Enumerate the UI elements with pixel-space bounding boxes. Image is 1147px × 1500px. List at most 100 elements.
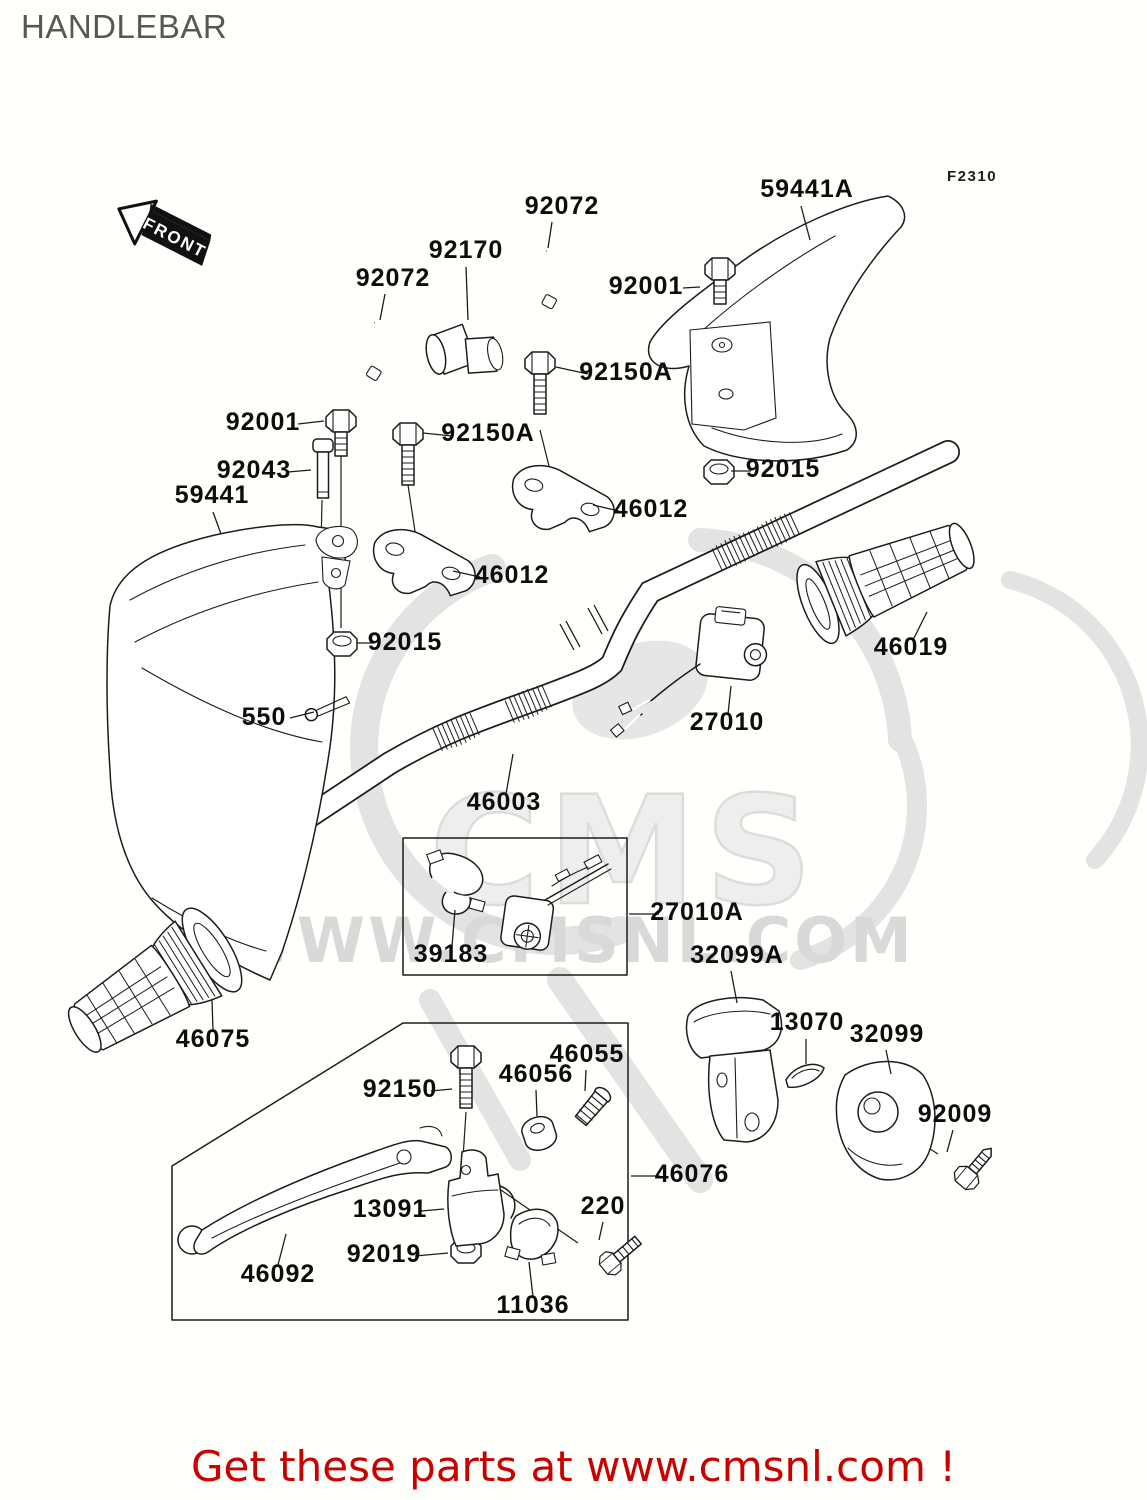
- nut-92015-right: [703, 459, 735, 485]
- lever-bushing-13070: [785, 1063, 825, 1088]
- leader-line-92043: [287, 469, 312, 473]
- leader-line-92009: [946, 1129, 954, 1153]
- clamp-39183: [426, 849, 486, 915]
- leader-line-92019: [414, 1252, 449, 1257]
- watermark-cms-text: CMS: [429, 765, 820, 939]
- leader-line-39183: [451, 909, 456, 947]
- cotter-pin-550: [304, 696, 351, 722]
- bolt-220: [595, 1235, 643, 1279]
- part-label-92150: 92150: [363, 1075, 438, 1103]
- part-label-92150a: 92150A: [441, 419, 535, 447]
- leader-line-27010: [727, 685, 732, 715]
- part-label-46092: 46092: [241, 1260, 316, 1288]
- lever-bushing-13070-inner: [791, 1068, 820, 1079]
- leader-line-92150: [430, 1088, 453, 1092]
- part-label-11036: 11036: [496, 1291, 569, 1319]
- pin-92043: [312, 438, 334, 499]
- throttle-grip: [796, 522, 975, 645]
- part-label-32099a: 32099A: [690, 941, 784, 969]
- part-label-27010: 27010: [690, 708, 765, 736]
- part-label-92001: 92001: [226, 408, 301, 436]
- part-label-59441a: 59441A: [760, 175, 854, 203]
- leader-line-46056: [535, 1089, 538, 1117]
- leader-line-92170: [465, 266, 469, 321]
- leader-line-46003: [505, 753, 514, 795]
- part-label-92015: 92015: [746, 455, 821, 483]
- part-label-92043: 92043: [217, 456, 292, 484]
- switch-group-box: [402, 837, 628, 976]
- switch-27010a: [500, 853, 612, 951]
- leader-line-46012: [452, 570, 481, 578]
- left-grip: [67, 907, 243, 1053]
- part-label-13070: 13070: [770, 1008, 845, 1036]
- part-label-92072: 92072: [356, 264, 431, 292]
- lever-clamp-11036: [504, 1208, 559, 1266]
- part-label-46076: 46076: [655, 1160, 730, 1188]
- leader-line-92001: [682, 286, 701, 289]
- part-label-27010a: 27010A: [650, 898, 744, 926]
- clutch-lever-46092: [177, 1125, 452, 1255]
- leader-line-32099a: [730, 970, 738, 1004]
- leader-line-92150a: [555, 366, 589, 375]
- part-label-92150a: 92150A: [579, 358, 673, 386]
- lever-group-box: [171, 1022, 629, 1321]
- leader-line-220: [598, 1221, 604, 1241]
- perch-cover: [835, 1060, 936, 1181]
- part-label-46012: 46012: [614, 495, 689, 523]
- figure-code: F2310: [947, 168, 998, 185]
- part-label-39183: 39183: [414, 940, 489, 968]
- part-label-92170: 92170: [429, 236, 504, 264]
- part-label-46075: 46075: [176, 1025, 251, 1053]
- stop-switch: [609, 606, 768, 738]
- hand-guard-left: [106, 523, 358, 981]
- handlebar-clamp-lower: [372, 528, 476, 597]
- hand-guard-right: [647, 195, 906, 462]
- part-label-92009: 92009: [918, 1100, 993, 1128]
- handlebar-clamp-upper: [511, 464, 615, 533]
- part-label-46003: 46003: [467, 788, 542, 816]
- page-title: HANDLEBAR: [21, 8, 228, 45]
- part-label-92001: 92001: [609, 272, 684, 300]
- part-label-46012: 46012: [475, 561, 550, 589]
- screw-92009: [949, 1147, 992, 1194]
- leader-line-59441: [212, 511, 222, 535]
- bolt-92150a-mid: [392, 422, 424, 486]
- leader-line-92001: [297, 420, 325, 425]
- screw-46055: [574, 1086, 612, 1127]
- part-label-13091: 13091: [353, 1195, 428, 1223]
- leader-line-11036: [528, 1261, 534, 1298]
- leader-line-92150a: [422, 432, 453, 437]
- leader-line-32099: [885, 1049, 892, 1075]
- leader-line-92072: [379, 293, 386, 321]
- clutch-perch: [685, 997, 783, 1143]
- leader-line-92072: [547, 221, 553, 249]
- cable-tie-left: [337, 320, 385, 398]
- leader-line-46012: [592, 504, 620, 512]
- leader-line-59441a: [800, 205, 811, 241]
- part-label-59441: 59441: [175, 481, 250, 509]
- cable-tie-top: [512, 249, 561, 327]
- bolt-92150a-top: [524, 351, 556, 415]
- part-label-92072: 92072: [525, 192, 600, 220]
- leader-line-46092: [277, 1233, 287, 1266]
- nut-92015-left: [326, 631, 358, 657]
- part-label-92019: 92019: [347, 1240, 422, 1268]
- leader-line-46075: [211, 999, 214, 1031]
- leader-line-550: [289, 711, 315, 719]
- lever-holder-13091: [447, 1149, 516, 1247]
- front-direction-arrow: FRONT: [117, 199, 212, 266]
- watermark-url-text: WWW.CMSNL.COM: [225, 904, 914, 977]
- part-label-92015: 92015: [368, 628, 443, 656]
- switch-kit-group: [426, 849, 612, 951]
- leader-line-46055: [584, 1069, 587, 1092]
- leader-line-46019: [912, 611, 928, 641]
- part-label-550: 550: [242, 703, 287, 731]
- footer-banner: Get these parts at www.cmsnl.com !: [190, 1442, 957, 1491]
- part-label-46019: 46019: [874, 633, 949, 661]
- leader-line-13091: [420, 1208, 445, 1212]
- part-label-46056: 46056: [499, 1060, 574, 1088]
- part-label-32099: 32099: [850, 1020, 925, 1048]
